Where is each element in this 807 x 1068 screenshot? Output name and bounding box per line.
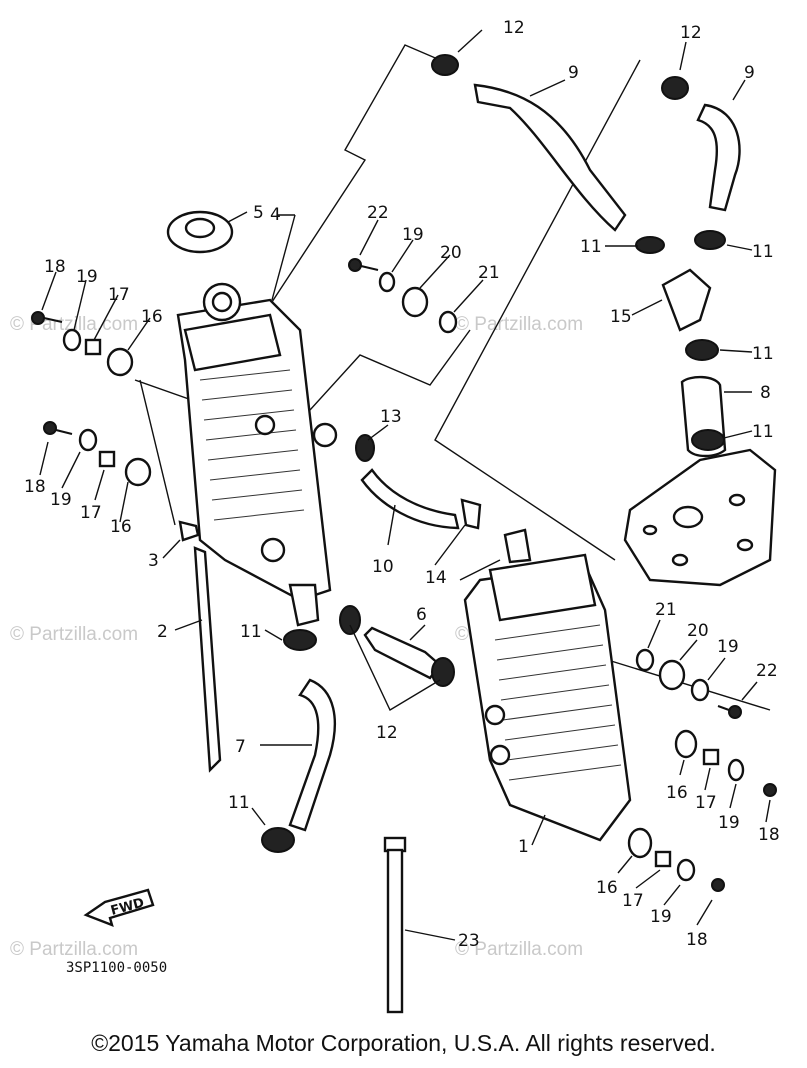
callout-11[interactable]: 11 (752, 422, 774, 442)
leader-lines (39, 29, 771, 941)
callout-12[interactable]: 12 (503, 18, 525, 38)
callout-9[interactable]: 9 (568, 63, 579, 83)
callout-21[interactable]: 21 (655, 600, 677, 620)
callout-18[interactable]: 18 (758, 825, 780, 845)
callout-19[interactable]: 19 (50, 490, 72, 510)
callout-10[interactable]: 10 (372, 557, 394, 577)
callout-23[interactable]: 23 (458, 931, 480, 951)
callout-3[interactable]: 3 (148, 551, 159, 571)
callout-19[interactable]: 19 (76, 267, 98, 287)
callout-12[interactable]: 12 (680, 23, 702, 43)
diagram-part-number: 3SP1100-0050 (66, 960, 167, 976)
callout-13[interactable]: 13 (380, 407, 402, 427)
callout-17[interactable]: 17 (108, 285, 130, 305)
forward-direction-arrow: FWD (83, 888, 155, 927)
callout-14[interactable]: 14 (425, 568, 447, 588)
callout-12[interactable]: 12 (376, 723, 398, 743)
watermark: © Partzilla.com (455, 939, 583, 960)
callout-11[interactable]: 11 (752, 344, 774, 364)
cylinder-head (623, 448, 777, 587)
callout-21[interactable]: 21 (478, 263, 500, 283)
callout-11[interactable]: 11 (580, 237, 602, 257)
callout-20[interactable]: 20 (687, 621, 709, 641)
callout-17[interactable]: 17 (695, 793, 717, 813)
callout-6[interactable]: 6 (416, 605, 427, 625)
callout-17[interactable]: 17 (622, 891, 644, 911)
callout-22[interactable]: 22 (756, 661, 778, 681)
callout-18[interactable]: 18 (24, 477, 46, 497)
watermark: © Partzilla.com (10, 624, 138, 645)
callout-20[interactable]: 20 (440, 243, 462, 263)
callout-22[interactable]: 22 (367, 203, 389, 223)
callout-16[interactable]: 16 (110, 517, 132, 537)
callout-15[interactable]: 15 (610, 307, 632, 327)
callout-1[interactable]: 1 (518, 837, 529, 857)
bolts-grommets-washers (31, 258, 777, 1014)
callout-16[interactable]: 16 (666, 783, 688, 803)
right-radiator[interactable] (463, 528, 632, 842)
callout-17[interactable]: 17 (80, 503, 102, 523)
callout-18[interactable]: 18 (44, 257, 66, 277)
callout-8[interactable]: 8 (760, 383, 771, 403)
copyright-notice: ©2015 Yamaha Motor Corporation, U.S.A. A… (91, 1030, 716, 1056)
callout-16[interactable]: 16 (141, 307, 163, 327)
callout-2[interactable]: 2 (157, 622, 168, 642)
callout-19[interactable]: 19 (718, 813, 740, 833)
callout-4[interactable]: 4 (270, 205, 281, 225)
watermark: © Partzilla.com (455, 314, 583, 335)
callout-7[interactable]: 7 (235, 737, 246, 757)
watermark: © Partzilla.com (10, 939, 138, 960)
callout-numbers: 1 2 3 4 5 6 7 8 9 9 10 11 11 11 11 11 11… (24, 18, 780, 951)
callout-19[interactable]: 19 (402, 225, 424, 245)
callout-18[interactable]: 18 (686, 930, 708, 950)
callout-16[interactable]: 16 (596, 878, 618, 898)
left-radiator[interactable] (176, 282, 338, 627)
callout-19[interactable]: 19 (650, 907, 672, 927)
callout-19[interactable]: 19 (717, 637, 739, 657)
callout-9[interactable]: 9 (744, 63, 755, 83)
hose-clamps (261, 54, 726, 853)
callout-11[interactable]: 11 (752, 242, 774, 262)
callout-11[interactable]: 11 (228, 793, 250, 813)
radiator-cap[interactable] (166, 210, 234, 254)
callout-11[interactable]: 11 (240, 622, 262, 642)
callout-5[interactable]: 5 (253, 203, 264, 223)
